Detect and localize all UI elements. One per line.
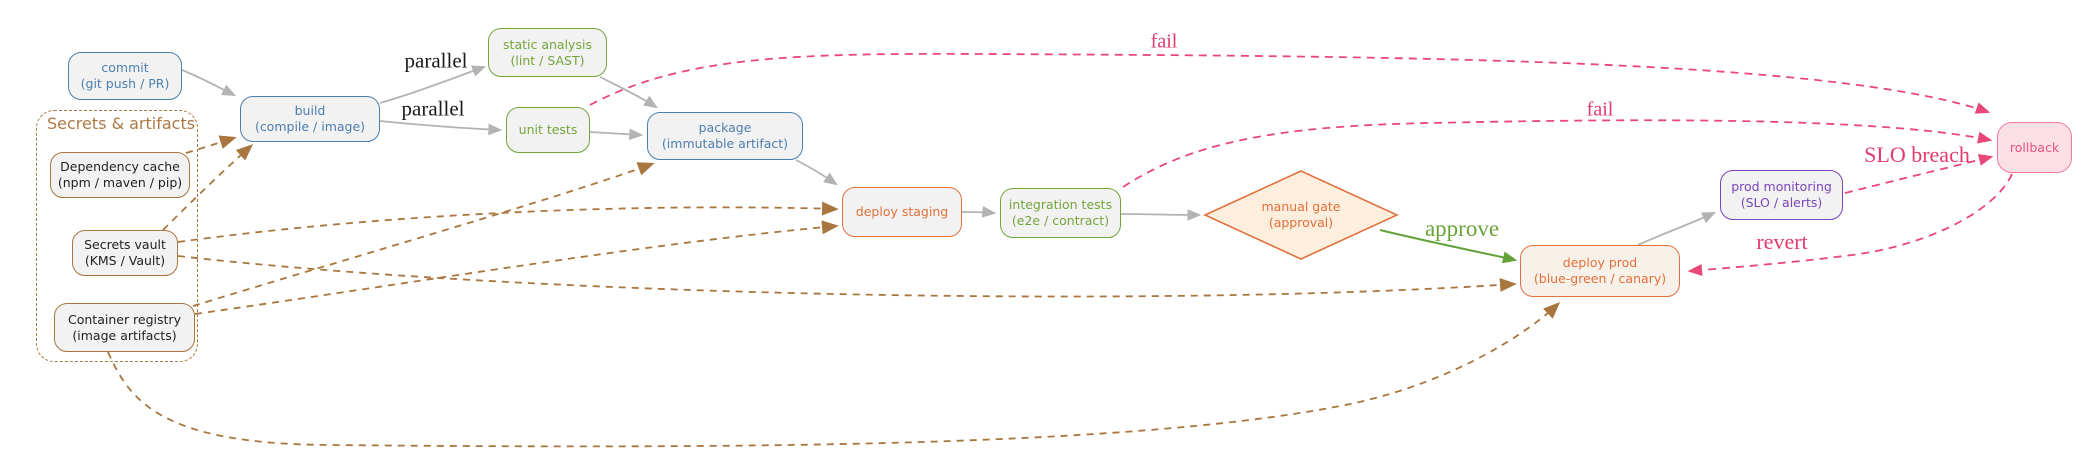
node-commit-sub: (git push / PR) bbox=[80, 76, 170, 91]
node-integration-tests-title: integration tests bbox=[1008, 197, 1113, 212]
edge-secrets-vault-deploy-prod bbox=[177, 255, 1517, 298]
node-deploy-prod-title: deploy prod bbox=[1562, 255, 1638, 270]
edge-label-parallel-bottom: parallel bbox=[401, 96, 465, 121]
node-manual-gate-sub: (approval) bbox=[1268, 215, 1334, 230]
edge-label-fail-top: fail bbox=[1150, 30, 1178, 53]
edge-dependency-cache-build bbox=[185, 135, 237, 154]
node-container-registry-title: Container registry bbox=[68, 311, 181, 327]
node-deploy-prod: deploy prod (blue-green / canary) bbox=[1520, 245, 1680, 297]
edge-rollback-deploy-prod-revert bbox=[1687, 173, 2013, 277]
edge-label-approve: approve bbox=[1424, 216, 1500, 241]
edge-container-registry-deploy-staging bbox=[194, 220, 839, 315]
edge-package-deploy-staging bbox=[795, 159, 838, 186]
node-dependency-cache-sub: (npm / maven / pip) bbox=[57, 175, 183, 190]
node-prod-monitoring-sub: (SLO / alerts) bbox=[1740, 195, 1823, 210]
node-static-analysis-title: static analysis bbox=[503, 36, 592, 52]
node-secrets-vault: Secrets vault (KMS / Vault) bbox=[72, 230, 178, 276]
node-container-registry-sub: (image artifacts) bbox=[72, 327, 177, 343]
edge-secrets-vault-build bbox=[162, 144, 254, 231]
edge-secrets-vault-deploy-staging bbox=[177, 201, 839, 243]
node-build: build (compile / image) bbox=[240, 96, 380, 142]
node-container-registry: Container registry (image artifacts) bbox=[54, 303, 195, 352]
node-build-title: build bbox=[294, 103, 326, 118]
node-commit-title: commit bbox=[101, 60, 149, 75]
node-package: package (immutable artifact) bbox=[647, 112, 803, 160]
edge-build-unit-tests bbox=[379, 120, 503, 136]
node-unit-tests-title: unit tests bbox=[518, 122, 578, 137]
node-static-analysis-sub: (lint / SAST) bbox=[510, 52, 585, 68]
node-prod-monitoring-title: prod monitoring bbox=[1731, 179, 1832, 194]
node-secrets-vault-title: Secrets vault bbox=[84, 237, 166, 252]
node-deploy-staging-title: deploy staging bbox=[855, 204, 949, 219]
edge-build-static-analysis bbox=[379, 65, 487, 104]
node-manual-gate-shape bbox=[1203, 170, 1399, 260]
node-rollback-title: rollback bbox=[2009, 139, 2060, 155]
node-package-sub: (immutable artifact) bbox=[661, 136, 789, 151]
node-package-title: package bbox=[698, 120, 752, 135]
edge-container-registry-package bbox=[192, 162, 655, 307]
node-commit: commit (git push / PR) bbox=[68, 52, 182, 100]
edge-label-parallel-top: parallel bbox=[404, 48, 468, 73]
edge-container-registry-deploy-prod bbox=[107, 302, 1561, 448]
node-unit-tests: unit tests bbox=[506, 107, 590, 153]
edge-integration-tests-rollback-fail bbox=[1122, 119, 1993, 188]
edge-commit-build bbox=[181, 69, 237, 97]
edge-label-slo-breach: SLO breach bbox=[1864, 142, 1970, 167]
edge-prod-monitoring-rollback-slo bbox=[1844, 154, 1994, 194]
edge-deploy-staging-integration-tests bbox=[961, 206, 997, 218]
node-integration-tests: integration tests (e2e / contract) bbox=[1000, 188, 1121, 238]
edge-unit-tests-package bbox=[589, 128, 644, 141]
edge-integration-tests-manual-gate bbox=[1119, 209, 1202, 221]
cluster-label: Secrets & artifacts bbox=[47, 114, 196, 133]
node-prod-monitoring: prod monitoring (SLO / alerts) bbox=[1720, 170, 1843, 220]
edge-unit-tests-rollback-fail bbox=[589, 52, 1991, 114]
node-static-analysis: static analysis (lint / SAST) bbox=[488, 28, 607, 77]
node-deploy-staging: deploy staging bbox=[842, 187, 962, 237]
node-manual-gate-label: manual gate (approval) bbox=[1262, 199, 1341, 231]
edge-label-revert: revert bbox=[1756, 229, 1808, 254]
edge-static-analysis-package bbox=[599, 76, 658, 109]
node-secrets-vault-sub: (KMS / Vault) bbox=[84, 253, 166, 268]
node-deploy-prod-sub: (blue-green / canary) bbox=[1533, 271, 1667, 286]
edge-deploy-prod-prod-monitoring bbox=[1637, 212, 1717, 246]
node-dependency-cache-title: Dependency cache bbox=[60, 159, 180, 174]
node-integration-tests-sub: (e2e / contract) bbox=[1011, 213, 1110, 228]
node-rollback: rollback bbox=[1997, 122, 2072, 173]
node-build-sub: (compile / image) bbox=[254, 119, 366, 134]
edge-label-fail-mid: fail bbox=[1586, 98, 1614, 121]
node-dependency-cache: Dependency cache (npm / maven / pip) bbox=[50, 152, 190, 198]
node-manual-gate-title: manual gate bbox=[1261, 199, 1341, 214]
edge-manual-gate-deploy-prod bbox=[1379, 229, 1518, 264]
cluster-secrets-artifacts bbox=[36, 110, 198, 362]
